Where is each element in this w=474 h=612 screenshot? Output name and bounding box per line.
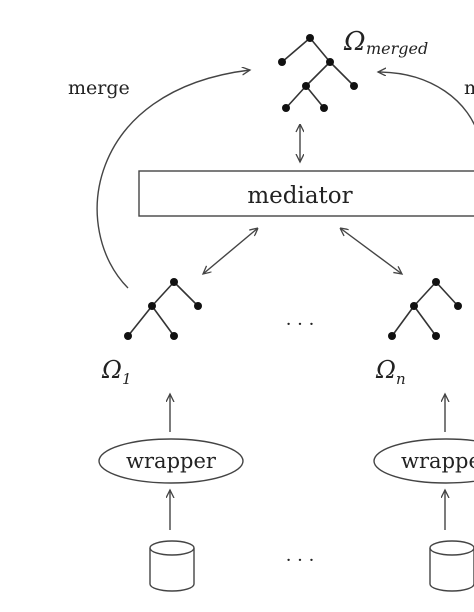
database-left-icon bbox=[149, 540, 195, 592]
merge-label-right: merge bbox=[464, 77, 474, 99]
omega-1-subscript: 1 bbox=[122, 370, 132, 388]
merge-label-left: merge bbox=[68, 77, 130, 99]
source-tree-1 bbox=[124, 278, 202, 340]
mediator-treen-arrow bbox=[340, 228, 402, 274]
merged-omega-subscript: merged bbox=[366, 39, 428, 58]
ellipsis-trees: · · · bbox=[286, 314, 315, 335]
source-tree-n bbox=[388, 278, 462, 340]
wrapper-left-label: wrapper bbox=[126, 449, 217, 473]
merge-arrow-right bbox=[378, 72, 474, 126]
merge-arrow-left bbox=[96, 70, 250, 289]
omega-n-subscript: n bbox=[396, 370, 406, 388]
ellipsis-sources: · · · bbox=[286, 550, 315, 571]
wrapper-right-ellipse bbox=[373, 438, 474, 484]
mediator-label: mediator bbox=[247, 183, 352, 209]
wrapper-left-ellipse bbox=[98, 438, 244, 484]
merged-tree bbox=[278, 34, 358, 112]
mediator-tree1-arrow bbox=[203, 228, 258, 274]
database-right-icon bbox=[429, 540, 474, 592]
wrapper-right-label: wrapper bbox=[401, 449, 474, 473]
omega-n-label: Ω bbox=[375, 356, 396, 384]
mediator-box bbox=[138, 170, 474, 217]
merged-omega-label: Ω bbox=[343, 27, 366, 57]
omega-1-label: Ω bbox=[101, 356, 122, 384]
